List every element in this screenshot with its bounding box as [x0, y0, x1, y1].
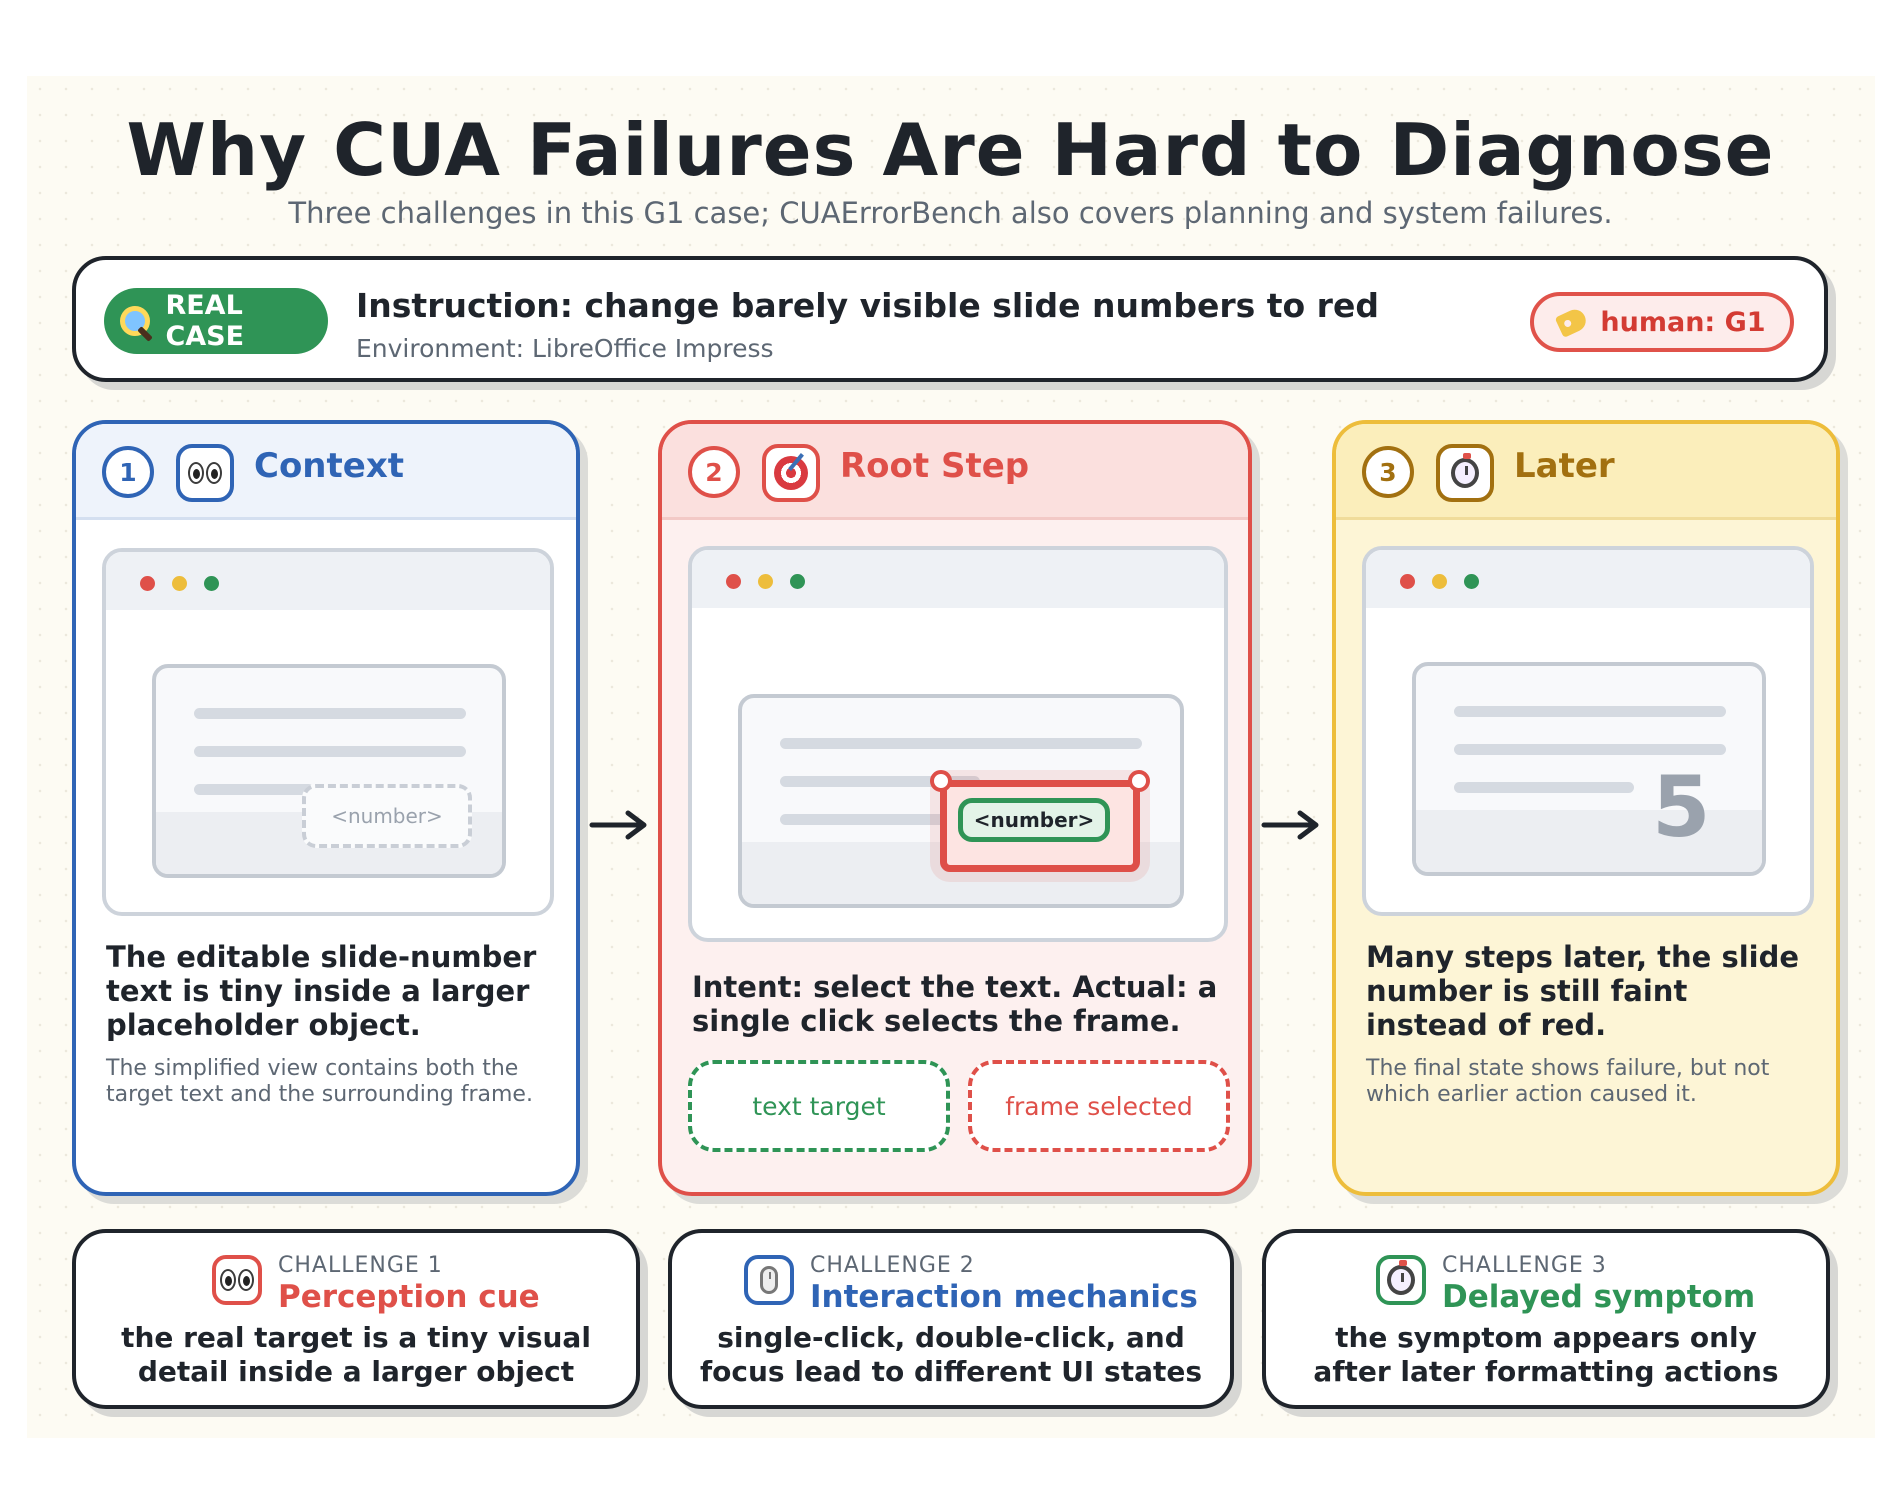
challenge-card-3: CHALLENGE 3 Delayed symptom the symptom … — [1262, 1229, 1830, 1409]
instruction-text: Instruction: change barely visible slide… — [356, 286, 1379, 325]
panel-description: Many steps later, the slide number is st… — [1366, 940, 1800, 1042]
window-maximize-dot — [790, 574, 805, 589]
magnifier-icon — [118, 304, 151, 338]
arrow-right-icon — [1261, 810, 1319, 840]
page-title: Why CUA Failures Are Hard to Diagnose — [126, 108, 1775, 192]
slide-mockup: 5 — [1412, 662, 1766, 876]
panel-title: Context — [254, 446, 405, 486]
window-maximize-dot — [204, 576, 219, 591]
step-number: 2 — [688, 446, 740, 498]
arrow-right-icon — [589, 810, 647, 840]
number-text-target: <number> — [958, 798, 1110, 842]
window-maximize-dot — [1464, 574, 1479, 589]
mouse-icon — [744, 1255, 794, 1305]
panel-note: The final state shows failure, but not w… — [1366, 1056, 1770, 1107]
target-icon — [762, 444, 820, 502]
panel-description: The editable slide-number text is tiny i… — [106, 940, 537, 1042]
human-label-pill: human: G1 — [1530, 292, 1794, 352]
panel-root-step: 2 Root Step <number> Intent: select the … — [658, 420, 1252, 1196]
window-minimize-dot — [1432, 574, 1447, 589]
faint-slide-number: 5 — [1652, 758, 1711, 856]
window-close-dot — [726, 574, 741, 589]
eyes-icon — [212, 1255, 262, 1305]
challenge-label: CHALLENGE 1 — [278, 1253, 443, 1278]
challenge-name: Interaction mechanics — [810, 1279, 1198, 1315]
panel-title: Root Step — [840, 446, 1030, 486]
environment-text: Environment: LibreOffice Impress — [356, 334, 774, 363]
real-case-banner: REAL CASE Instruction: change barely vis… — [72, 256, 1828, 382]
challenge-name: Perception cue — [278, 1279, 540, 1315]
tag-icon — [1555, 306, 1590, 338]
stopwatch-icon — [1376, 1255, 1426, 1305]
stopwatch-icon — [1436, 444, 1494, 502]
challenge-name: Delayed symptom — [1442, 1279, 1756, 1315]
panel-title: Later — [1514, 446, 1615, 486]
step-number: 3 — [1362, 446, 1414, 498]
number-placeholder: <number> — [302, 784, 472, 848]
panel-header: 3 Later — [1336, 424, 1836, 520]
app-window-mockup: 5 — [1362, 546, 1814, 916]
panel-header: 2 Root Step — [662, 424, 1248, 520]
selection-handle — [930, 770, 952, 792]
real-case-badge-label: REAL CASE — [165, 290, 245, 352]
window-minimize-dot — [172, 576, 187, 591]
challenge-description: single-click, double-click, and focus le… — [699, 1321, 1203, 1388]
panel-note: The simplified view contains both the ta… — [106, 1056, 533, 1107]
app-window-mockup — [688, 546, 1228, 942]
selection-handle — [1128, 770, 1150, 792]
window-titlebar — [692, 550, 1224, 608]
step-number: 1 — [102, 446, 154, 498]
panel-context: 1 Context <number> The editable slide-nu… — [72, 420, 580, 1196]
challenge-label: CHALLENGE 3 — [1442, 1253, 1607, 1278]
window-minimize-dot — [758, 574, 773, 589]
window-close-dot — [140, 576, 155, 591]
slide-mockup: <number> — [152, 664, 506, 878]
challenge-label: CHALLENGE 2 — [810, 1253, 975, 1278]
challenge-description: the symptom appears only after later for… — [1313, 1321, 1779, 1388]
page-subtitle: Three challenges in this G1 case; CUAErr… — [288, 196, 1613, 230]
real-case-badge: REAL CASE — [104, 288, 328, 354]
eyes-icon — [176, 444, 234, 502]
window-close-dot — [1400, 574, 1415, 589]
panel-later: 3 Later 5 Many steps later, the slide nu… — [1332, 420, 1840, 1196]
challenge-description: the real target is a tiny visual detail … — [121, 1321, 591, 1388]
text-target-box: text target — [688, 1060, 950, 1152]
human-label-text: human: G1 — [1600, 306, 1766, 338]
panel-header: 1 Context — [76, 424, 576, 520]
challenge-card-1: CHALLENGE 1 Perception cue the real targ… — [72, 1229, 640, 1409]
app-window-mockup: <number> — [102, 548, 554, 916]
panel-description: Intent: select the text. Actual: a singl… — [692, 970, 1218, 1038]
challenge-card-2: CHALLENGE 2 Interaction mechanics single… — [668, 1229, 1234, 1409]
frame-selected-box: frame selected — [968, 1060, 1230, 1152]
